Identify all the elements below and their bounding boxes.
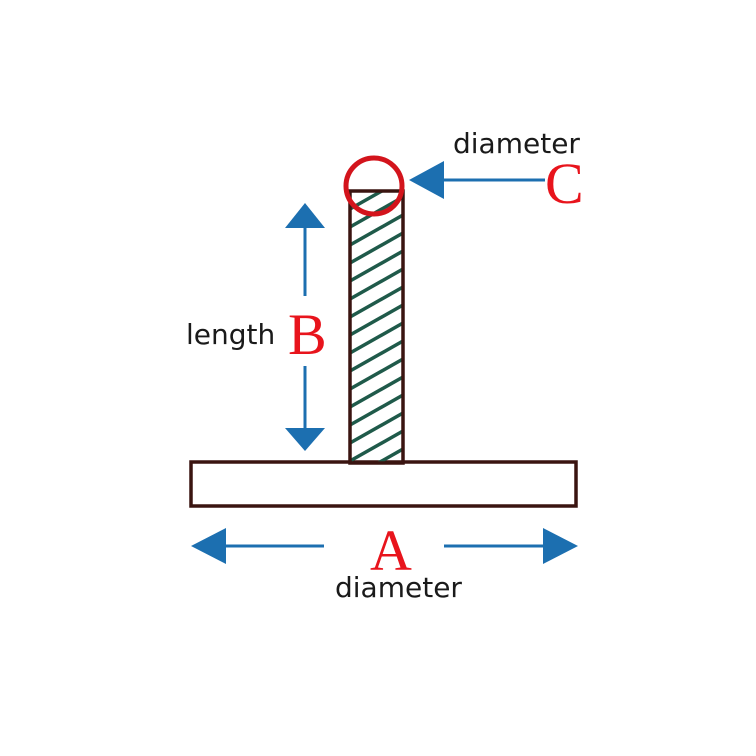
- label-a-word: diameter: [335, 571, 462, 604]
- arrow-right-head: [543, 528, 578, 564]
- label-b-letter: B: [288, 302, 327, 367]
- tip-highlight-circle: [343, 155, 405, 217]
- tip-diameter-pointer: [409, 161, 545, 199]
- hatch-line: [350, 231, 403, 265]
- arrow-down-head: [285, 428, 325, 451]
- hatch-line: [350, 411, 403, 445]
- hatch-line: [350, 393, 403, 427]
- hatch-line: [350, 339, 403, 373]
- base-flange: [189, 460, 578, 508]
- hatch-line: [350, 321, 403, 355]
- hatch-line: [350, 357, 403, 391]
- label-c-letter: C: [545, 151, 584, 216]
- hatch-line: [350, 191, 386, 211]
- hatch-line: [350, 267, 403, 301]
- hatch-line: [350, 429, 403, 463]
- hatch-line: [374, 447, 403, 463]
- arrow-up-head: [285, 203, 325, 228]
- shaft-hatching: [350, 191, 403, 463]
- hatch-line: [350, 285, 403, 319]
- hatch-line: [350, 375, 403, 409]
- label-b-word: length: [186, 318, 275, 351]
- length-dimension-arrow: [285, 203, 325, 451]
- label-c-word: diameter: [453, 127, 580, 160]
- base-diameter-arrow: [191, 528, 578, 564]
- hatch-line: [350, 303, 403, 337]
- threaded-shaft: [348, 189, 405, 465]
- label-a-letter: A: [370, 518, 412, 583]
- arrow-left-head: [191, 528, 226, 564]
- pointer-arrow-head: [409, 161, 444, 199]
- hatch-line: [350, 249, 403, 283]
- hatch-line: [350, 213, 403, 247]
